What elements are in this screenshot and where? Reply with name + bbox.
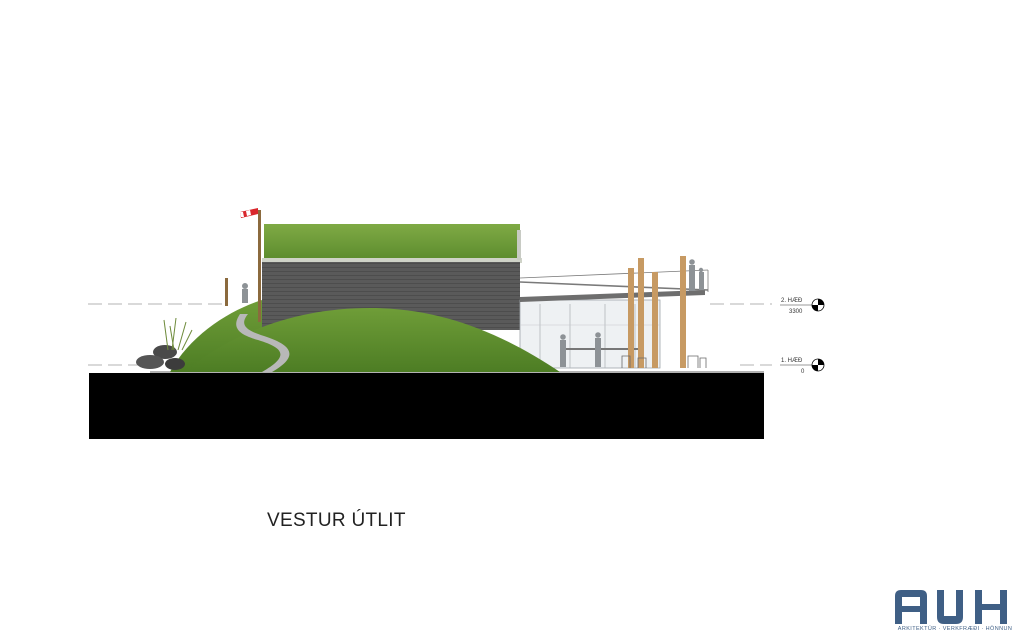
drawing-title: VESTUR ÚTLIT: [267, 510, 406, 531]
level-2-value: 3300: [789, 309, 803, 315]
canopy-slab: [520, 290, 705, 302]
tall-grass: [163, 317, 193, 351]
windsock-icon: [240, 208, 258, 218]
ground-section: [89, 373, 764, 439]
logo-tagline: ARKITEKTÚR · VERKFRÆÐI · HÖNNUN: [897, 626, 1013, 632]
rocks: [136, 345, 185, 370]
footpath: [236, 314, 290, 372]
grass-mound-main: [185, 308, 560, 372]
footbridge: [519, 269, 709, 292]
green-roof: [262, 224, 522, 263]
level-1-name: 1. HÆÐ: [781, 358, 803, 364]
pole-short: [225, 278, 228, 306]
avh-logo: [895, 590, 1007, 624]
timber-columns: [628, 256, 686, 368]
level-marker-1: 1. HÆÐ 0: [780, 358, 825, 375]
people-silhouettes: [242, 259, 704, 367]
glazed-facade: [519, 299, 661, 369]
level-1-value: 0: [801, 369, 805, 375]
level-marker-2: 2. HÆÐ 3300: [780, 298, 825, 315]
windsock-pole: [258, 210, 261, 322]
level-2-name: 2. HÆÐ: [781, 298, 803, 304]
terrace-furniture: [621, 355, 707, 368]
